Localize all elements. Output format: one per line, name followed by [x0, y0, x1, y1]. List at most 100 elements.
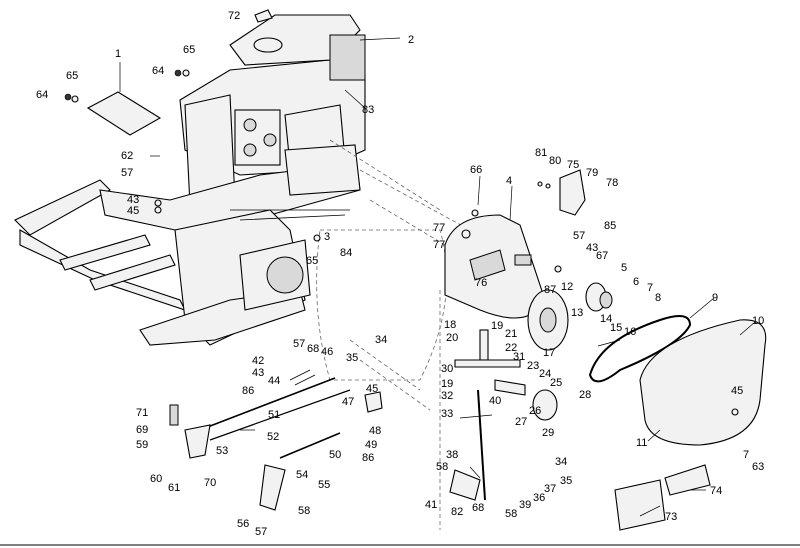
leader-lines — [119, 37, 756, 517]
callout-44: 44 — [268, 375, 280, 387]
callout-65: 65 — [306, 255, 318, 267]
callout-87: 87 — [544, 284, 556, 296]
callout-46: 46 — [321, 346, 333, 358]
callout-79: 79 — [586, 167, 598, 179]
callout-57: 57 — [255, 526, 267, 538]
callout-57: 57 — [121, 167, 133, 179]
callout-43: 43 — [586, 242, 598, 254]
callout-34: 34 — [555, 456, 567, 468]
hardware-items — [64, 69, 739, 416]
callout-69: 69 — [136, 424, 148, 436]
callout-30: 30 — [441, 363, 453, 375]
callout-16: 16 — [624, 326, 636, 338]
cover-plate-1 — [86, 91, 162, 136]
callout-37: 37 — [544, 483, 556, 495]
callout-33: 33 — [441, 408, 453, 420]
callout-7: 7 — [647, 282, 653, 294]
callout-65: 65 — [183, 44, 195, 56]
callout-77: 77 — [433, 222, 445, 234]
callout-21: 21 — [505, 328, 517, 340]
callout-55: 55 — [318, 479, 330, 491]
callout-66: 66 — [470, 164, 482, 176]
callout-31: 31 — [513, 351, 525, 363]
bracket-part — [559, 169, 586, 216]
callout-54: 54 — [296, 469, 308, 481]
callout-10: 10 — [752, 315, 764, 327]
callout-28: 28 — [579, 389, 591, 401]
callout-81: 81 — [535, 147, 547, 159]
callout-45: 45 — [731, 385, 743, 397]
callout-67: 67 — [596, 250, 608, 262]
callout-65: 65 — [66, 70, 78, 82]
callout-63: 63 — [752, 461, 764, 473]
main-frame — [14, 144, 361, 346]
callout-11: 11 — [636, 437, 647, 449]
callout-85: 85 — [604, 220, 616, 232]
callout-58: 58 — [436, 461, 448, 473]
callout-20: 20 — [446, 332, 458, 344]
callout-35: 35 — [560, 475, 572, 487]
drive-belt — [588, 315, 692, 383]
callout-32: 32 — [441, 390, 453, 402]
callout-26: 26 — [529, 405, 541, 417]
callout-19: 19 — [491, 320, 503, 332]
belt-guard-back — [444, 214, 546, 319]
callout-86: 86 — [362, 452, 374, 464]
callout-12: 12 — [561, 281, 573, 293]
callout-77: 77 — [433, 239, 445, 251]
callout-22: 22 — [505, 342, 517, 354]
callout-8: 8 — [655, 292, 661, 304]
callout-68: 68 — [472, 502, 484, 514]
callout-39: 39 — [519, 499, 531, 511]
callout-42: 42 — [252, 355, 264, 367]
callout-47: 47 — [342, 396, 354, 408]
callout-13: 13 — [571, 307, 583, 319]
callout-15: 15 — [610, 322, 622, 334]
callout-48: 48 — [369, 425, 381, 437]
callout-86: 86 — [242, 385, 254, 397]
callout-64: 64 — [36, 89, 48, 101]
lever-linkage — [169, 369, 383, 511]
callout-58: 58 — [298, 505, 310, 517]
belt-cover — [639, 319, 767, 446]
callout-73: 73 — [665, 511, 677, 523]
callout-38: 38 — [446, 449, 458, 461]
callout-62: 62 — [121, 150, 133, 162]
callout-18: 18 — [444, 319, 456, 331]
callout-17: 17 — [543, 347, 555, 359]
callout-27: 27 — [515, 416, 527, 428]
callout-84: 84 — [340, 247, 352, 259]
callout-3: 3 — [324, 231, 330, 243]
callout-40: 40 — [489, 395, 501, 407]
callout-7: 7 — [743, 449, 749, 461]
callout-57: 57 — [573, 230, 585, 242]
callout-19: 19 — [441, 378, 453, 390]
callout-78: 78 — [606, 177, 618, 189]
callout-43: 43 — [252, 367, 264, 379]
callout-61: 61 — [168, 482, 180, 494]
engine-assembly — [179, 9, 366, 206]
callout-53: 53 — [216, 445, 228, 457]
callout-70: 70 — [204, 477, 216, 489]
callout-49: 49 — [365, 439, 377, 451]
callout-50: 50 — [329, 449, 341, 461]
callout-51: 51 — [268, 409, 280, 421]
callout-35: 35 — [346, 352, 358, 364]
callout-6: 6 — [633, 276, 639, 288]
pulley-group — [527, 282, 613, 351]
callout-45: 45 — [127, 205, 139, 217]
callout-43: 43 — [127, 194, 139, 206]
callout-58: 58 — [505, 508, 517, 520]
callout-24: 24 — [539, 368, 551, 380]
callout-56: 56 — [237, 518, 249, 530]
callout-75: 75 — [567, 159, 579, 171]
decal-73 — [614, 479, 666, 531]
callout-45: 45 — [366, 383, 378, 395]
decal-74 — [664, 464, 711, 496]
tensioner-assembly — [449, 329, 558, 501]
callout-29: 29 — [542, 427, 554, 439]
callout-68: 68 — [307, 343, 319, 355]
callout-23: 23 — [527, 360, 539, 372]
callout-14: 14 — [600, 313, 612, 325]
callout-57: 57 — [293, 338, 305, 350]
